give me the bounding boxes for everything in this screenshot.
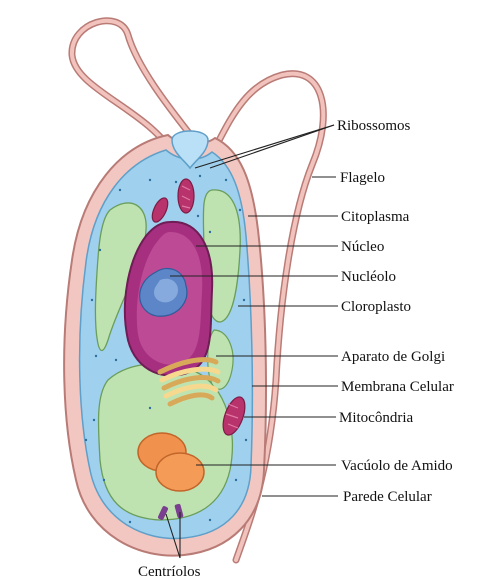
- mitochondrion-top: [178, 179, 194, 213]
- label-flagelo: Flagelo: [340, 170, 385, 186]
- label-vacuolo: Vacúolo de Amido: [341, 458, 453, 474]
- label-parede: Parede Celular: [343, 489, 432, 505]
- label-nucleolo: Nucléolo: [341, 269, 396, 285]
- label-centriolos: Centríolos: [138, 564, 201, 580]
- label-mitocondria: Mitocôndria: [339, 410, 413, 426]
- label-nucleo: Núcleo: [341, 239, 384, 255]
- label-citoplasma: Citoplasma: [341, 209, 410, 225]
- label-membrana: Membrana Celular: [341, 379, 454, 395]
- label-ribossomos: Ribossomos: [337, 118, 411, 134]
- label-cloroplasto: Cloroplasto: [341, 299, 411, 315]
- label-golgi: Aparato de Golgi: [341, 349, 445, 365]
